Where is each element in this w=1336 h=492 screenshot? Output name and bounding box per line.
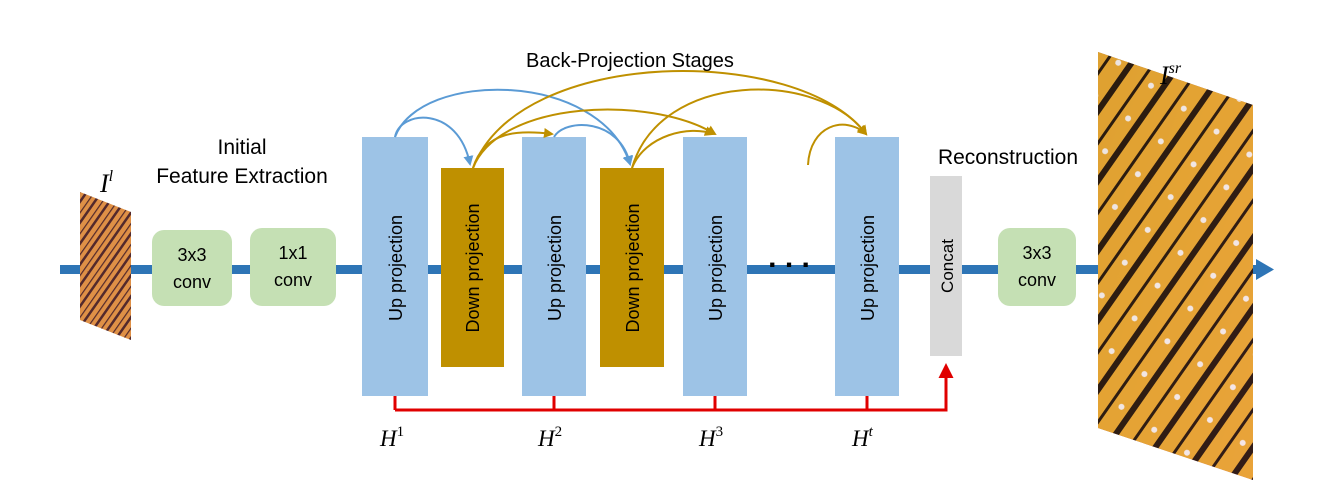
conv1-label-line2: conv (173, 272, 211, 292)
h-label-3: H3 (698, 424, 723, 451)
conv2-label-line1: 1x1 (278, 243, 307, 263)
h-label-1: H1 (379, 424, 404, 451)
h-label-t: Ht (851, 424, 874, 451)
down-projection-block-1 (441, 168, 504, 367)
conv3-label-line2: conv (1018, 270, 1056, 290)
concat-connections (393, 363, 954, 412)
arc-up2-to-down2 (553, 124, 634, 166)
up-projection-label-3: Up projection (706, 215, 726, 321)
input-image (80, 192, 131, 340)
up-projection-block-1 (362, 137, 428, 396)
initial-title-line2: Feature Extraction (156, 165, 328, 188)
down-projection-label-1: Down projection (463, 203, 483, 332)
conv-1x1-block (250, 228, 336, 306)
output-image-label: Isr (1159, 60, 1182, 90)
up-projection-block-3 (683, 137, 747, 396)
up-projection-label-1: Up projection (386, 215, 406, 321)
conv3-label-line1: 3x3 (1022, 243, 1051, 263)
concat-block (930, 176, 962, 356)
conv1-label-line1: 3x3 (177, 245, 206, 265)
up-projection-block-2 (522, 137, 586, 396)
arc-down2-to-upt (631, 88, 868, 169)
up-projection-block-t (835, 137, 899, 396)
arc-up1-to-down2 (394, 88, 633, 166)
up-projection-label-2: Up projection (545, 215, 565, 321)
conv-3x3-reconstruction-block (998, 228, 1076, 306)
conv-3x3-block (152, 230, 232, 306)
reconstruction-title: Reconstruction (938, 146, 1078, 169)
initial-title-line1: Initial (217, 136, 266, 159)
h-label-2: H2 (537, 424, 562, 451)
concat-label: Concat (938, 239, 957, 293)
dense-connection-arcs (394, 70, 868, 169)
down-projection-label-2: Down projection (623, 203, 643, 332)
arc-down2-to-up3 (631, 126, 715, 169)
arc-dots-to-upt (807, 123, 868, 166)
input-image-label: Il (99, 168, 114, 198)
conv2-label-line2: conv (274, 270, 312, 290)
down-projection-block-2 (600, 168, 664, 367)
main-flow-arrowhead (1256, 259, 1274, 280)
arc-down1-to-upt (472, 70, 868, 169)
output-image (1098, 52, 1253, 480)
arc-down1-to-up3 (472, 108, 717, 169)
up-projection-label-t: Up projection (858, 215, 878, 321)
stage-ellipsis: . . . (768, 241, 810, 274)
back-projection-title: Back-Projection Stages (526, 50, 734, 72)
